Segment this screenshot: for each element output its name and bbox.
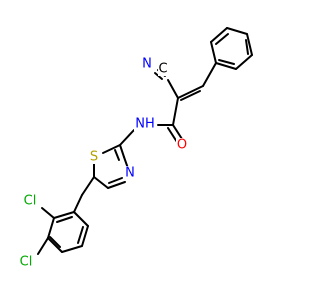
chlorine-bond-lower (37, 237, 49, 255)
thiazole-double-bond (119, 144, 125, 158)
atom-nh-amide: NH (135, 117, 155, 132)
atom-s-thiazole: S (90, 150, 98, 165)
aryl-double-bond (77, 226, 84, 244)
molecule-structure-diagram: N C NH O S N Cl Cl (16, 27, 253, 270)
atom-c-cyano: C (158, 62, 167, 77)
thiazole-bond (102, 144, 121, 154)
aryl-bond (53, 211, 75, 219)
thiazole-double-bond (114, 149, 120, 161)
aryl-bond (47, 217, 55, 239)
carbonyl-double-bond (172, 124, 183, 140)
methylene-aryl-bond (73, 194, 83, 213)
aryl-bond (47, 237, 63, 253)
aryl-double-bond (49, 236, 61, 248)
aryl-bond (81, 225, 89, 247)
aryl-double-bond (56, 216, 73, 223)
phenyl-bond (215, 62, 237, 70)
thiazole-double-bond (108, 177, 123, 184)
atom-n-thiazole: N (125, 166, 135, 181)
atom-cl-upper: Cl (24, 194, 37, 209)
aryl-bond (73, 211, 89, 227)
amide-thiazole-bond (119, 129, 135, 146)
nitrile-single-bond (167, 79, 179, 99)
alkene-double-bond (180, 90, 201, 101)
phenyl-bond (235, 54, 253, 70)
atom-labels: N C NH O S N Cl Cl (16, 57, 189, 270)
atom-n-cyano: N (142, 57, 152, 72)
alpha-carbonyl-bond (172, 97, 179, 126)
phenyl-vinyl-bond (202, 62, 217, 87)
phenyl-bond (226, 27, 248, 35)
thiazole-methylene-bond (81, 176, 95, 196)
carbonyl-double-bond (167, 127, 178, 143)
phenyl-bond (210, 27, 228, 43)
aryl-bond (61, 245, 83, 253)
atom-cl-lower: Cl (20, 255, 33, 270)
phenyl-double-bond (245, 39, 249, 55)
atom-o-carbonyl: O (177, 138, 187, 153)
thiazole-double-bond (107, 181, 126, 189)
phenyl-bond (210, 41, 217, 64)
thiazole-bond (93, 176, 109, 189)
phenyl-bond (246, 33, 253, 56)
phenyl-double-bond (215, 33, 229, 45)
chlorine-bond-upper (41, 207, 55, 219)
alkene-double-bond (177, 85, 204, 99)
phenyl-double-bond (218, 59, 235, 65)
